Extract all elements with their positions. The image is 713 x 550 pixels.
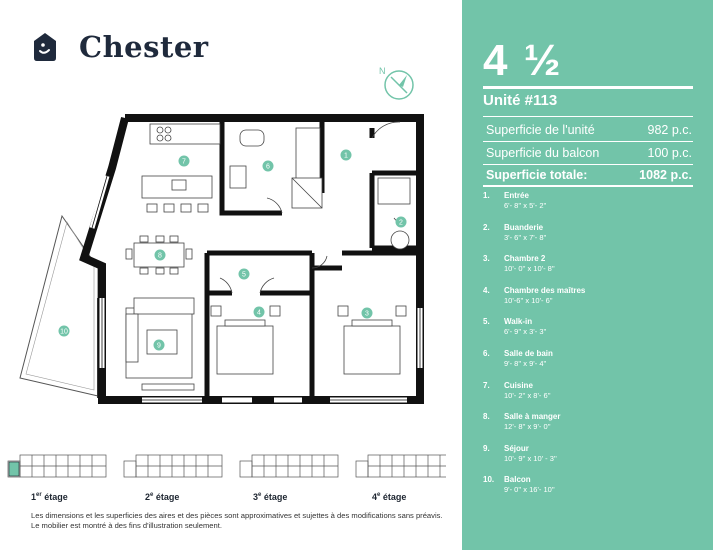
bathroom xyxy=(229,127,323,209)
unit-highlight xyxy=(8,461,20,477)
room-marker: 3 xyxy=(365,311,369,318)
unit-number: Unité #113 xyxy=(483,92,558,109)
room-marker: 5 xyxy=(242,272,246,279)
divider xyxy=(483,116,693,117)
room-marker: 9 xyxy=(157,343,161,350)
room-markers: 1 2 3 4 5 6 7 8 9 10 xyxy=(58,149,407,351)
divider xyxy=(483,141,693,142)
area-row: Superficie du balcon 100 p.c. xyxy=(486,146,692,160)
divider xyxy=(483,86,693,89)
room-marker: 4 xyxy=(257,310,261,317)
kitchen xyxy=(141,123,221,213)
floor-label: 1er étage xyxy=(31,492,68,502)
unit-type: 4 ½ xyxy=(483,36,563,85)
floor-label: 4e étage xyxy=(372,492,407,502)
floor-label: 3e étage xyxy=(253,492,288,502)
room-marker: 2 xyxy=(399,220,403,227)
floor-label: 2e étage xyxy=(145,492,180,502)
unit-info-panel: 4 ½ Unité #113 Superficie de l'unité 982… xyxy=(462,0,713,550)
area-row: Superficie de l'unité 982 p.c. xyxy=(486,123,692,137)
total-area-value: 1082 p.c. xyxy=(639,168,692,182)
brand-name: Chester xyxy=(79,30,209,64)
chester-logo-icon xyxy=(34,33,56,61)
second-bed xyxy=(337,305,407,375)
area-label: Superficie de l'unité xyxy=(486,123,595,137)
area-label: Superficie du balcon xyxy=(486,146,600,160)
room-marker: 10 xyxy=(60,329,68,336)
compass-label: N xyxy=(379,66,386,76)
divider xyxy=(483,185,693,187)
area-value: 100 p.c. xyxy=(647,146,692,160)
room-marker: 6 xyxy=(266,164,270,171)
area-value: 982 p.c. xyxy=(647,123,692,137)
room-marker: 1 xyxy=(344,153,348,160)
master-bed xyxy=(210,305,281,375)
floor-plan: 1 2 3 4 5 6 7 8 9 10 xyxy=(19,114,424,404)
room-marker: 7 xyxy=(182,159,186,166)
divider xyxy=(483,164,693,165)
laundry xyxy=(377,177,411,250)
disclaimer: Les dimensions et les superficies des ai… xyxy=(31,511,443,530)
north-compass-icon: N xyxy=(379,66,414,100)
brand: Chester xyxy=(31,30,209,64)
total-area-label: Superficie totale: xyxy=(486,168,588,182)
floor-key-plans xyxy=(7,454,446,478)
total-area-row: Superficie totale: 1082 p.c. xyxy=(486,168,692,182)
room-marker: 8 xyxy=(158,253,162,260)
